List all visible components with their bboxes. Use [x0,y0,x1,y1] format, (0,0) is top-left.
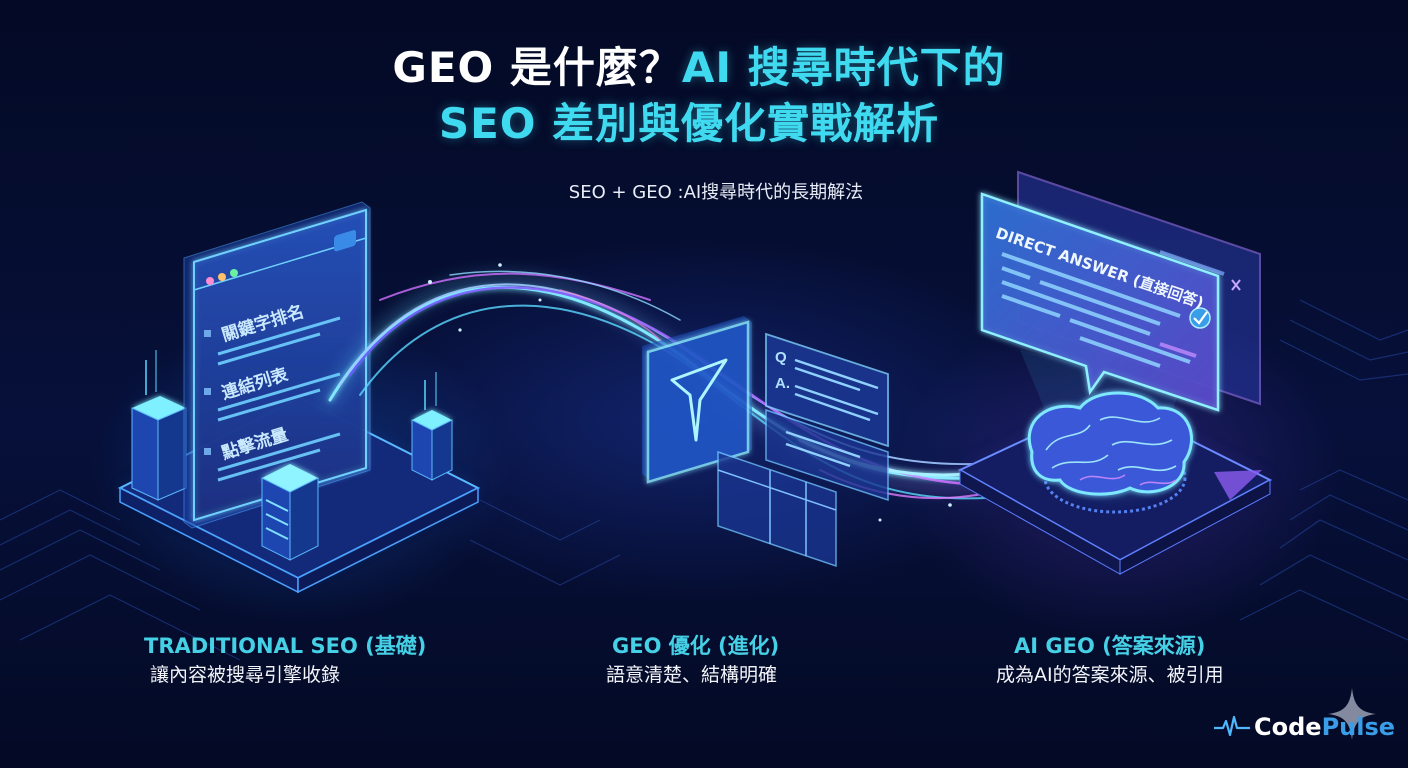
geo-illustration: Q A. [642,316,889,568]
page-title: GEO 是什麼？AI 搜尋時代下的 SEO 差別與優化實戰解析 [0,40,1408,152]
codepulse-logo: CodePulse [1214,713,1395,741]
qa-a-label: A. [775,375,790,392]
sparkle-icon [1328,688,1376,740]
title-part-cyan: AI 搜尋時代下的 [681,43,1006,92]
caption-heading: GEO 優化 (進化) [612,634,780,658]
title-part-white: GEO 是什麼？ [392,43,682,92]
ai-geo-illustration [957,170,1273,575]
brand-part-code: Code [1254,713,1322,741]
qa-q-label: Q [775,349,787,366]
caption-heading: AI GEO (答案來源) [1014,634,1206,658]
caption-description: 成為AI的答案來源、被引用 [996,664,1224,686]
check-badge-icon [1189,307,1211,329]
pulse-line-icon [1214,715,1250,737]
caption-geo-optimization: GEO 優化 (進化) 語意清楚、結構明確 [606,632,779,690]
subtitle: SEO + GEO :AI搜尋時代的長期解法 [568,182,864,203]
close-icon [1231,279,1241,291]
caption-description: 語意清楚、結構明確 [606,664,778,686]
brand-part-pulse: Pulse [1321,713,1396,741]
title-line-2: SEO 差別與優化實戰解析 [438,99,940,148]
caption-traditional-seo: TRADITIONAL SEO (基礎) 讓內容被搜尋引擎收錄 [144,632,426,690]
caption-heading: TRADITIONAL SEO (基礎) [144,634,427,658]
traditional-seo-illustration [117,201,481,594]
caption-description: 讓內容被搜尋引擎收錄 [150,664,341,686]
circuit-traces [0,299,1408,661]
filter-funnel-icon [670,358,728,442]
brain-icon [1027,391,1193,500]
caption-ai-geo: AI GEO (答案來源) 成為AI的答案來源、被引用 [996,632,1224,690]
